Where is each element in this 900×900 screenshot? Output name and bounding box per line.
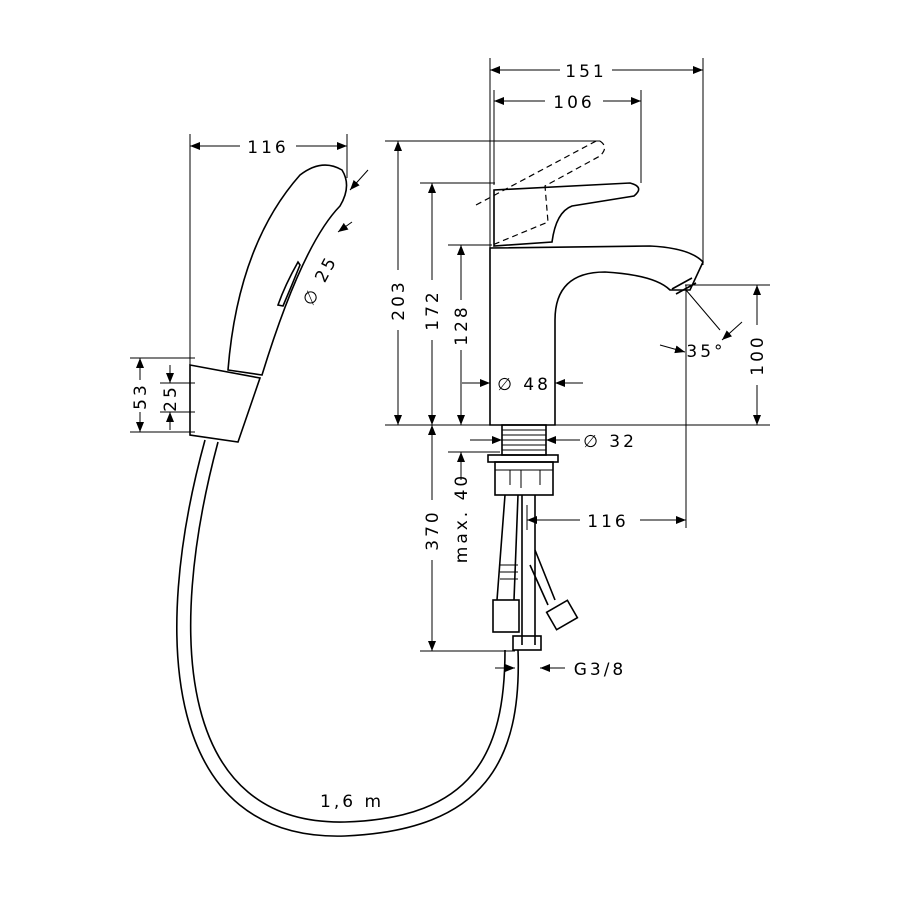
nut-details [495, 469, 553, 488]
dim-203: 203 [389, 279, 409, 320]
fixing-washer [487, 454, 559, 463]
dim-max-40: max. 40 [452, 473, 472, 563]
dim-151: 151 [565, 62, 606, 82]
hose-grip-left [500, 564, 518, 580]
dim-172: 172 [423, 289, 443, 330]
dimension-lines [136, 66, 761, 672]
shower-holder [189, 364, 262, 443]
hand-shower-body [227, 164, 348, 376]
supply-hose-angled [529, 549, 556, 606]
faucet-body [489, 245, 704, 426]
faucet [475, 139, 704, 651]
dim-diameter-32: ∅ 32 [583, 432, 637, 452]
hose-connector-left [492, 599, 520, 633]
shower-hose-outer [176, 439, 520, 837]
dim-106: 106 [553, 93, 594, 113]
dim-100: 100 [748, 334, 768, 375]
dimension-labels: 151 106 116 203 172 128 ∅ 25 ∅ 48 ∅ 32 3… [131, 62, 768, 812]
faucet-handle-raised [475, 139, 606, 247]
fixing-nut [494, 461, 554, 496]
dim-370: 370 [423, 509, 443, 550]
dim-25: 25 [161, 384, 181, 412]
dim-g38: G3/8 [574, 660, 627, 680]
dim-35-degrees: 35° [686, 342, 725, 362]
dim-hose-length: 1,6 m [320, 792, 384, 812]
dim-diameter-48: ∅ 48 [497, 375, 551, 395]
hose-connector-right [512, 635, 542, 651]
dim-53: 53 [131, 382, 151, 410]
thread-lines [502, 429, 546, 451]
dim-116-shower: 116 [247, 138, 288, 158]
supply-hose-left [496, 494, 519, 601]
hand-shower-button [276, 260, 301, 307]
faucet-handle [493, 182, 640, 247]
extension-lines [130, 58, 770, 652]
dim-116-offset: 116 [587, 512, 628, 532]
dim-128: 128 [452, 304, 472, 345]
shower-hose-inner [189, 441, 506, 823]
hose-connector-angled [545, 599, 579, 631]
